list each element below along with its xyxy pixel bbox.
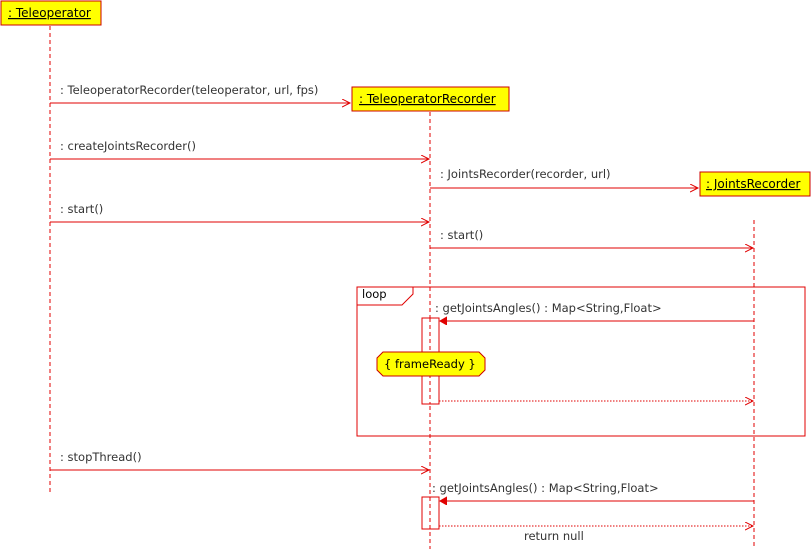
- message-get-joints-angles-final[interactable]: : getJointsAngles() : Map<String,Float>: [432, 481, 754, 501]
- message-start-recorder[interactable]: : start(): [50, 202, 429, 222]
- message-label: : getJointsAngles() : Map<String,Float>: [432, 481, 659, 495]
- message-return-null[interactable]: return null: [439, 526, 753, 543]
- loop-frame-label: loop: [362, 287, 387, 301]
- message-label: return null: [524, 529, 584, 543]
- message-start-joints[interactable]: : start(): [430, 228, 753, 248]
- participant-joints-recorder[interactable]: : JointsRecorder: [699, 171, 811, 197]
- state-invariant-frame-ready: { frameReady }: [376, 351, 486, 377]
- message-label: : start(): [440, 228, 483, 242]
- participant-label: : JointsRecorder: [706, 177, 800, 191]
- participant-teleoperator-recorder[interactable]: : TeleoperatorRecorder: [351, 86, 510, 112]
- message-joints-recorder-constructor[interactable]: : JointsRecorder(recorder, url): [430, 167, 698, 188]
- message-label: : TeleoperatorRecorder(teleoperator, url…: [60, 83, 318, 97]
- message-label: : start(): [60, 202, 103, 216]
- state-invariant-label: { frameReady }: [384, 357, 476, 371]
- message-label: : JointsRecorder(recorder, url): [440, 167, 611, 181]
- message-create-teleoperator-recorder[interactable]: : TeleoperatorRecorder(teleoperator, url…: [50, 83, 350, 103]
- message-get-joints-angles-loop[interactable]: : getJointsAngles() : Map<String,Float>: [435, 301, 754, 321]
- message-label: : getJointsAngles() : Map<String,Float>: [435, 301, 662, 315]
- message-stop-thread[interactable]: : stopThread(): [50, 450, 429, 470]
- message-label: : stopThread(): [60, 450, 142, 464]
- message-create-joints-recorder[interactable]: : createJointsRecorder(): [50, 139, 429, 159]
- participant-teleoperator[interactable]: : Teleoperator: [0, 0, 102, 26]
- message-label: : createJointsRecorder(): [60, 139, 196, 153]
- participant-label: : TeleoperatorRecorder: [359, 92, 496, 106]
- participant-label: : Teleoperator: [8, 6, 91, 20]
- loop-frame: loop: [356, 286, 806, 437]
